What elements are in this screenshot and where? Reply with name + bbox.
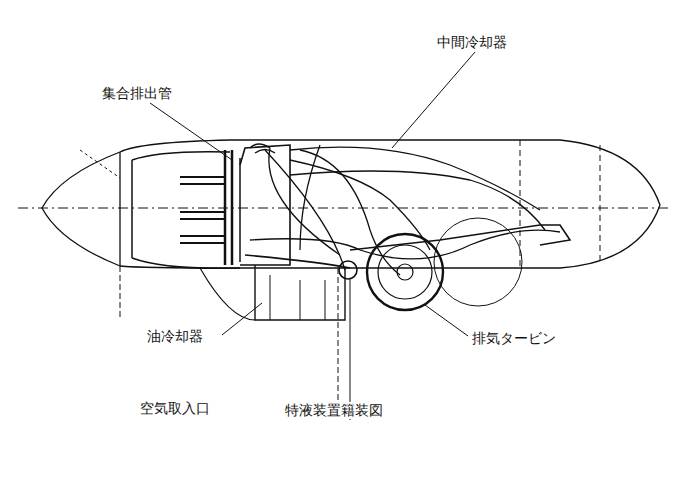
- part-label: 油冷却器: [145, 328, 205, 345]
- part-label: 中間冷却器: [435, 34, 509, 51]
- figure-caption: 特液装置籍装図: [283, 402, 385, 419]
- part-label: 空気取入口: [138, 400, 212, 417]
- part-label: 排気タービン: [470, 330, 558, 347]
- part-label: 集合排出管: [100, 85, 174, 102]
